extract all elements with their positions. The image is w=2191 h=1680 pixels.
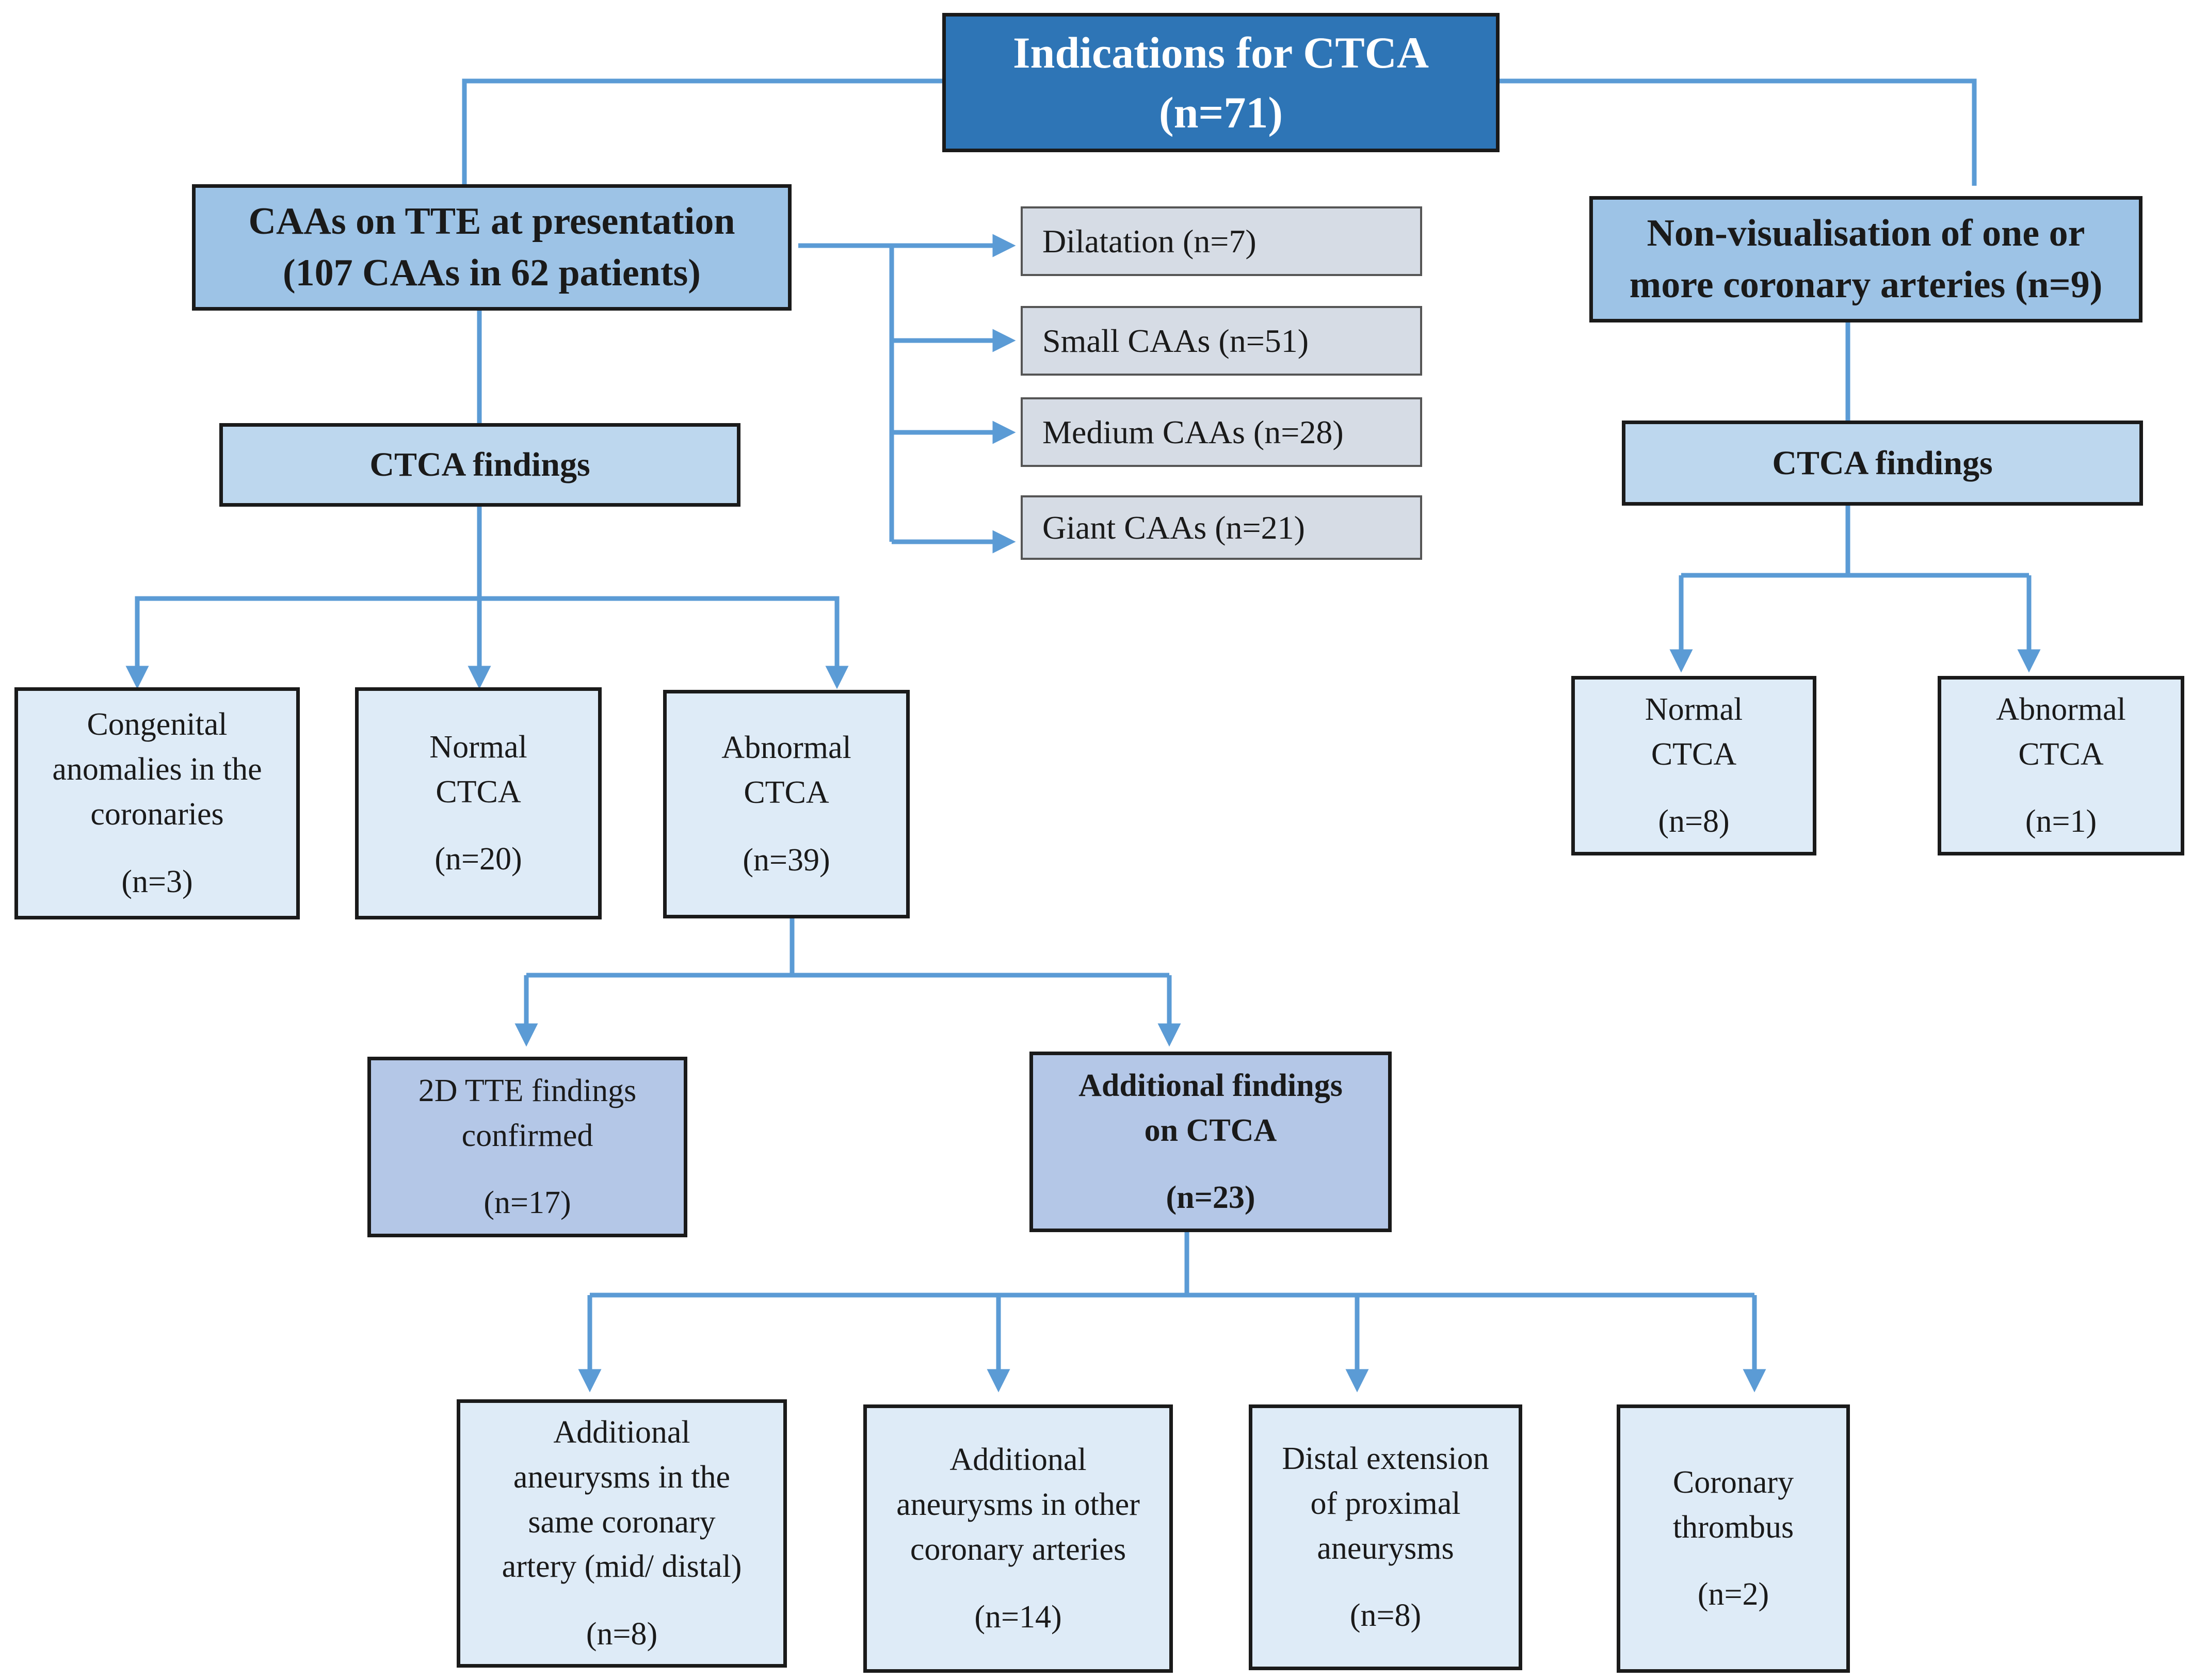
same-artery-line3: same coronary [528, 1504, 716, 1540]
thrombus-count: (n=2) [1697, 1577, 1769, 1612]
size-small-label: Small CAAs (n=51) [1042, 322, 1309, 359]
tte-findings-confirmed-box: 2D TTE findings confirmed (n=17) [367, 1057, 687, 1237]
size-giant-label: Giant CAAs (n=21) [1042, 509, 1305, 546]
other-arteries-line2: aneurysms in other [896, 1487, 1140, 1523]
other-arteries-line3: coronary arteries [910, 1532, 1126, 1567]
non-visualisation-box: Non-visualisation of one or more coronar… [1589, 196, 2142, 322]
distal-extension-box: Distal extension of proximal aneurysms (… [1249, 1404, 1522, 1670]
distal-extension-line2: of proximal [1310, 1485, 1461, 1521]
size-medium-label: Medium CAAs (n=28) [1042, 413, 1344, 450]
same-artery-aneurysms-box: Additional aneurysms in the same coronar… [457, 1399, 787, 1668]
right-normal-line2: CTCA [1651, 736, 1737, 772]
coronary-thrombus-box: Coronary thrombus (n=2) [1617, 1404, 1850, 1673]
left-normal-line1: Normal [429, 729, 527, 765]
right-ctca-findings-label: CTCA findings [1772, 444, 1993, 482]
right-ctca-findings-box: CTCA findings [1622, 421, 2143, 506]
tte-confirmed-line2: confirmed [461, 1118, 593, 1153]
size-dilatation-box: Dilatation (n=7) [1021, 206, 1422, 276]
left-abnormal-line2: CTCA [744, 775, 829, 811]
distal-extension-line1: Distal extension [1282, 1441, 1489, 1476]
caas-on-tte-count: (107 CAAs in 62 patients) [283, 251, 701, 294]
thrombus-line1: Coronary [1672, 1464, 1794, 1500]
size-small-box: Small CAAs (n=51) [1021, 306, 1422, 376]
left-normal-count: (n=20) [434, 842, 522, 877]
other-arteries-count: (n=14) [974, 1599, 1062, 1635]
same-artery-line2: aneurysms in the [513, 1459, 731, 1495]
congenital-line3: coronaries [90, 797, 224, 832]
left-normal-line2: CTCA [436, 774, 521, 810]
left-abnormal-ctca-box: Abnormal CTCA (n=39) [663, 690, 910, 918]
root-count: (n=71) [1158, 88, 1283, 137]
additional-findings-box: Additional findings on CTCA (n=23) [1029, 1052, 1392, 1232]
left-ctca-findings-label: CTCA findings [369, 446, 590, 483]
tte-confirmed-count: (n=17) [484, 1185, 571, 1221]
root-title: Indications for CTCA [1013, 27, 1429, 77]
size-giant-box: Giant CAAs (n=21) [1021, 495, 1422, 560]
left-ctca-findings-box: CTCA findings [219, 423, 740, 507]
additional-findings-line1: Additional findings [1078, 1068, 1343, 1103]
same-artery-line4: artery (mid/ distal) [502, 1549, 742, 1585]
congenital-anomalies-box: Congenital anomalies in the coronaries (… [14, 687, 300, 919]
right-normal-line1: Normal [1645, 691, 1743, 727]
non-visualisation-line2: more coronary arteries (n=9) [1629, 263, 2103, 306]
root-indications-box: Indications for CTCA (n=71) [942, 13, 1500, 152]
size-medium-box: Medium CAAs (n=28) [1021, 397, 1422, 467]
left-abnormal-count: (n=39) [743, 842, 830, 878]
caas-on-tte-title: CAAs on TTE at presentation [248, 200, 735, 243]
tte-confirmed-line1: 2D TTE findings [418, 1073, 637, 1108]
left-abnormal-line1: Abnormal [721, 730, 851, 766]
right-normal-ctca-box: Normal CTCA (n=8) [1571, 676, 1816, 855]
thrombus-line2: thrombus [1672, 1509, 1794, 1545]
congenital-line2: anomalies in the [52, 752, 262, 787]
right-normal-count: (n=8) [1658, 804, 1730, 839]
additional-findings-line2: on CTCA [1144, 1112, 1277, 1148]
distal-extension-line3: aneurysms [1317, 1530, 1454, 1566]
other-arteries-aneurysms-box: Additional aneurysms in other coronary a… [863, 1404, 1173, 1673]
non-visualisation-line1: Non-visualisation of one or [1647, 212, 2085, 254]
congenital-line1: Congenital [87, 707, 228, 742]
right-abnormal-count: (n=1) [2025, 804, 2097, 839]
congenital-count: (n=3) [121, 864, 193, 899]
other-arteries-line1: Additional [949, 1442, 1087, 1478]
same-artery-count: (n=8) [586, 1617, 658, 1652]
right-abnormal-ctca-box: Abnormal CTCA (n=1) [1938, 676, 2184, 855]
right-abnormal-line2: CTCA [2018, 736, 2104, 772]
caas-on-tte-box: CAAs on TTE at presentation (107 CAAs in… [192, 184, 792, 311]
additional-findings-count: (n=23) [1166, 1180, 1255, 1216]
size-dilatation-label: Dilatation (n=7) [1042, 222, 1256, 260]
left-normal-ctca-box: Normal CTCA (n=20) [355, 687, 602, 919]
distal-extension-count: (n=8) [1349, 1598, 1422, 1634]
right-abnormal-line1: Abnormal [1996, 691, 2126, 727]
same-artery-line1: Additional [553, 1415, 690, 1450]
